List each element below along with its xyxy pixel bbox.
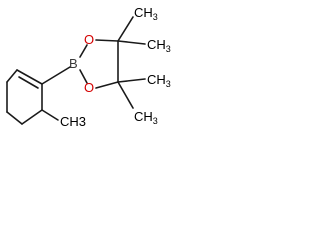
methyl-pinacol-3-label: CH3 xyxy=(147,72,171,89)
bond-c-methyl-1 xyxy=(117,16,134,42)
bond-c-methyl-3 xyxy=(117,78,146,83)
cyclohexene-ring xyxy=(6,69,43,125)
bond-c4-c5 xyxy=(6,111,23,125)
bond-c2-c3 xyxy=(6,69,18,83)
bond-c-methyl-4 xyxy=(117,81,134,109)
molecule-svg: CH3 B O O CH3 CH3 CH3 CH3 xyxy=(6,5,171,129)
structure-diagram: CH3 B O O CH3 CH3 CH3 CH3 xyxy=(0,0,178,147)
dioxaborolane-ring xyxy=(79,39,119,89)
bond-c-methyl-2 xyxy=(117,40,146,45)
bond-c1-b xyxy=(41,66,71,85)
bond-b-o-lower xyxy=(79,69,88,84)
bond-b-o-upper xyxy=(79,44,88,58)
boron-label: B xyxy=(69,56,78,71)
oxygen-upper-label: O xyxy=(84,32,94,47)
bond-c6-methyl xyxy=(41,109,59,121)
bond-o-lower-c xyxy=(95,81,119,89)
bond-c5-c6 xyxy=(21,109,43,125)
bond-c1-c2 xyxy=(16,69,43,85)
methyl-pinacol-4-label: CH3 xyxy=(134,109,158,126)
bond-o-upper-c xyxy=(95,39,119,42)
oxygen-lower-label: O xyxy=(84,80,94,95)
double-bond-c1-c2 xyxy=(18,76,39,89)
methyl-ring-label: CH3 xyxy=(60,114,86,129)
methyl-pinacol-2-label: CH3 xyxy=(147,37,171,54)
methyl-pinacol-1-label: CH3 xyxy=(134,5,158,22)
